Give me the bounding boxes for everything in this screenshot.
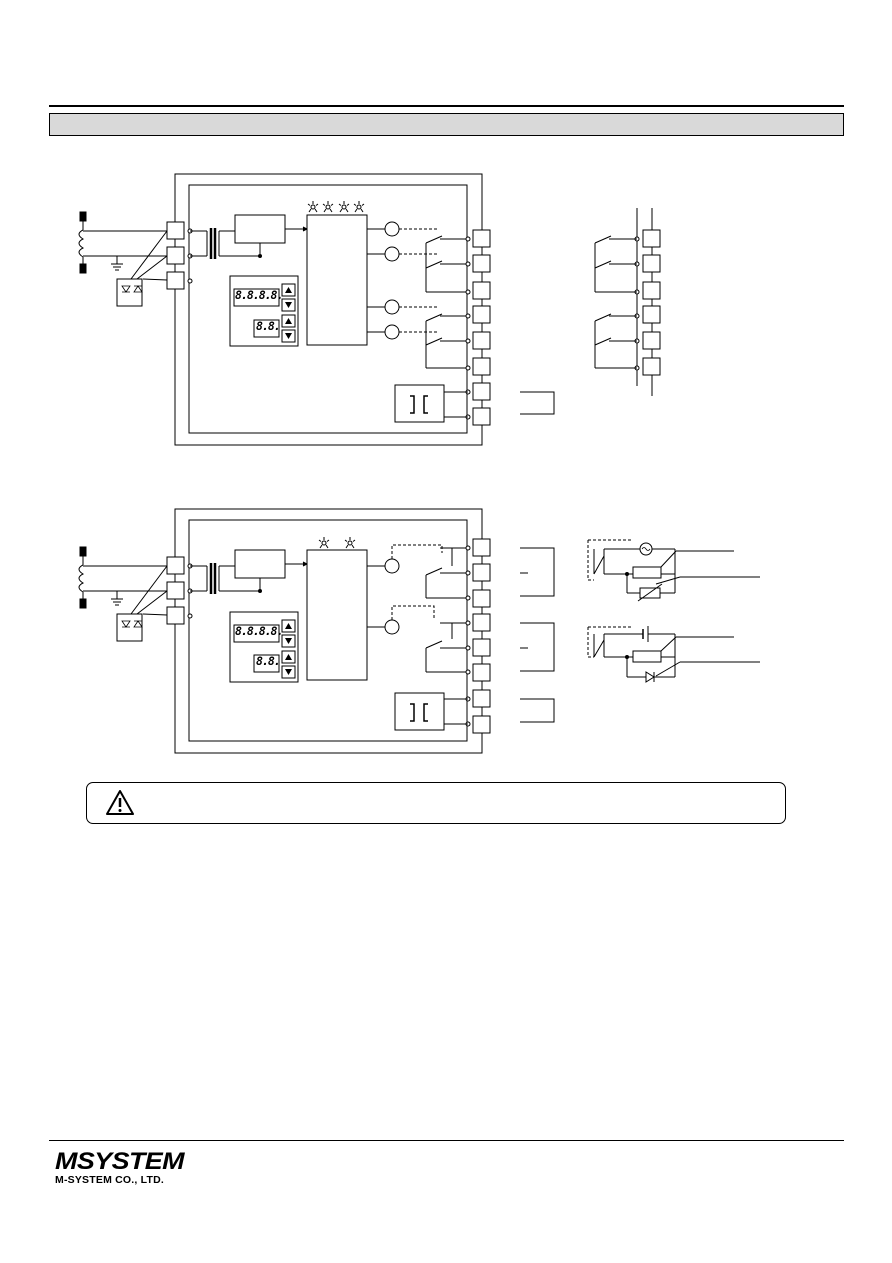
warning-box xyxy=(86,782,786,824)
display-bottom-digits: 8.8. xyxy=(256,319,281,333)
bottom-rule xyxy=(49,1140,844,1141)
company-logo: MSYSTEM M-SYSTEM CO., LTD. xyxy=(55,1150,185,1187)
diagram-1 xyxy=(78,173,661,446)
company-name: M-SYSTEM CO., LTD. xyxy=(55,1174,164,1186)
section-header-bar xyxy=(49,113,844,136)
relay-coil-3 xyxy=(384,299,400,315)
display-top-window xyxy=(233,288,280,307)
housing-inner-2 xyxy=(188,519,468,742)
brand-wordmark: MSYSTEM xyxy=(55,1148,185,1175)
ct-terminal-bottom xyxy=(79,263,87,274)
display-bottom-digits-2: 8.8. xyxy=(256,654,281,668)
top-rule xyxy=(49,105,844,107)
display-bottom-window xyxy=(253,319,280,338)
display-top-digits-2: 8.8.8.8. xyxy=(235,624,283,638)
relay-coil-4 xyxy=(384,324,400,340)
converter-block xyxy=(234,214,286,244)
display-top-digits: 8.8.8.8. xyxy=(235,288,283,302)
relay-coil-1 xyxy=(384,221,400,237)
surge-suppressor xyxy=(116,278,143,307)
diagram-2 xyxy=(78,508,760,754)
cpu-block xyxy=(306,214,368,346)
warning-triangle-icon xyxy=(106,790,134,815)
housing-inner xyxy=(188,184,468,434)
ct-terminal-top xyxy=(79,211,87,222)
isolator-block xyxy=(394,384,445,423)
ct-coil xyxy=(78,229,85,258)
relay-coil-2 xyxy=(384,246,400,262)
